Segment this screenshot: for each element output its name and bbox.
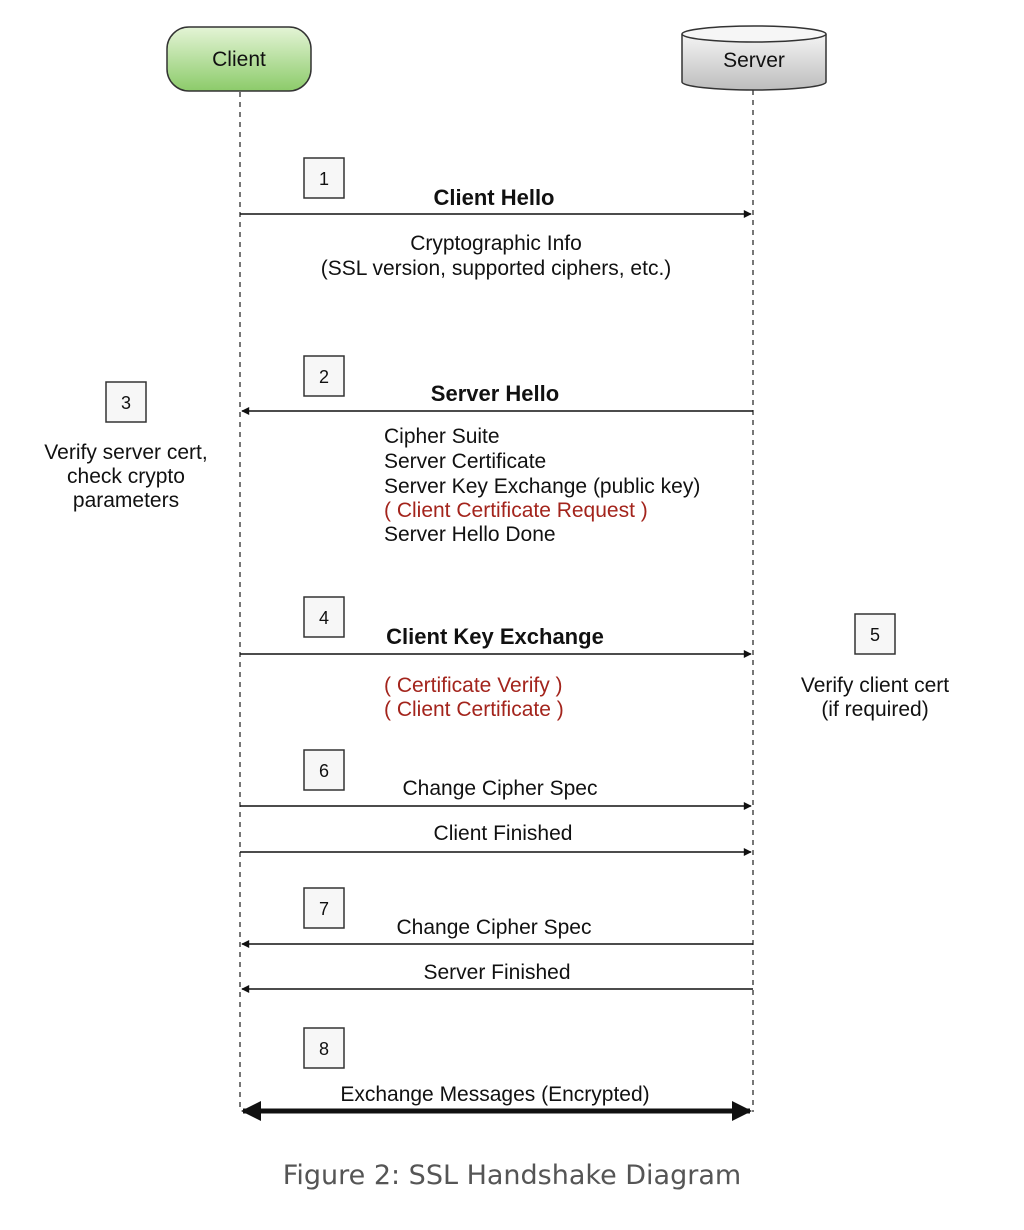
step-number: 2 (319, 367, 329, 387)
note-line: check crypto (67, 465, 185, 488)
message-label: Exchange Messages (Encrypted) (340, 1083, 649, 1106)
step-number: 4 (319, 608, 329, 628)
message-label: Client Finished (434, 822, 573, 845)
step-5: 5 Verify client cert (if required) (801, 613, 949, 721)
note-line: Server Key Exchange (public key) (384, 475, 700, 498)
step-1: 1 Client Hello Cryptographic Info (SSL v… (240, 157, 752, 280)
note-line-optional: ( Certificate Verify ) (384, 674, 563, 697)
step-4: 4 Client Key Exchange ( Certificate Veri… (240, 596, 752, 721)
sequence-diagram: Client Server 1 Client Hello Cryptograph… (44, 25, 949, 1121)
note-line: Server Certificate (384, 450, 546, 473)
step-number: 8 (319, 1039, 329, 1059)
note-line-optional: ( Client Certificate ) (384, 698, 564, 721)
step-6: 6 Change Cipher Spec Client Finished (240, 749, 752, 856)
note-line: Verify server cert, (44, 441, 207, 464)
step-number: 6 (319, 761, 329, 781)
note-line: Cipher Suite (384, 425, 500, 448)
server-actor-label: Server (723, 49, 785, 72)
step-number: 3 (121, 393, 131, 413)
message-label: Client Key Exchange (386, 624, 604, 649)
figure-caption: Figure 2: SSL Handshake Diagram (282, 1160, 742, 1191)
message-label: Client Hello (433, 185, 554, 210)
note-line-optional: ( Client Certificate Request ) (384, 499, 648, 522)
message-label: Change Cipher Spec (403, 777, 598, 800)
note-line: Server Hello Done (384, 523, 556, 546)
client-actor-label: Client (212, 48, 266, 71)
message-label: Server Hello (431, 381, 559, 406)
note-line: Verify client cert (801, 674, 949, 697)
client-actor: Client (166, 26, 312, 92)
step-number: 1 (319, 169, 329, 189)
step-number: 5 (870, 625, 880, 645)
server-actor: Server (681, 25, 827, 91)
message-label: Change Cipher Spec (397, 916, 592, 939)
note-line: parameters (73, 489, 179, 512)
note-line: (if required) (821, 698, 928, 721)
step-7: 7 Change Cipher Spec Server Finished (241, 887, 753, 993)
step-3: 3 Verify server cert, check crypto param… (44, 381, 208, 512)
message-label: Server Finished (423, 961, 570, 984)
step-8: 8 Exchange Messages (Encrypted) (241, 1027, 752, 1121)
step-number: 7 (319, 899, 329, 919)
step-2: 2 Server Hello Cipher Suite Server Certi… (241, 355, 753, 546)
note-line: Cryptographic Info (410, 232, 582, 255)
note-line: (SSL version, supported ciphers, etc.) (321, 257, 672, 280)
